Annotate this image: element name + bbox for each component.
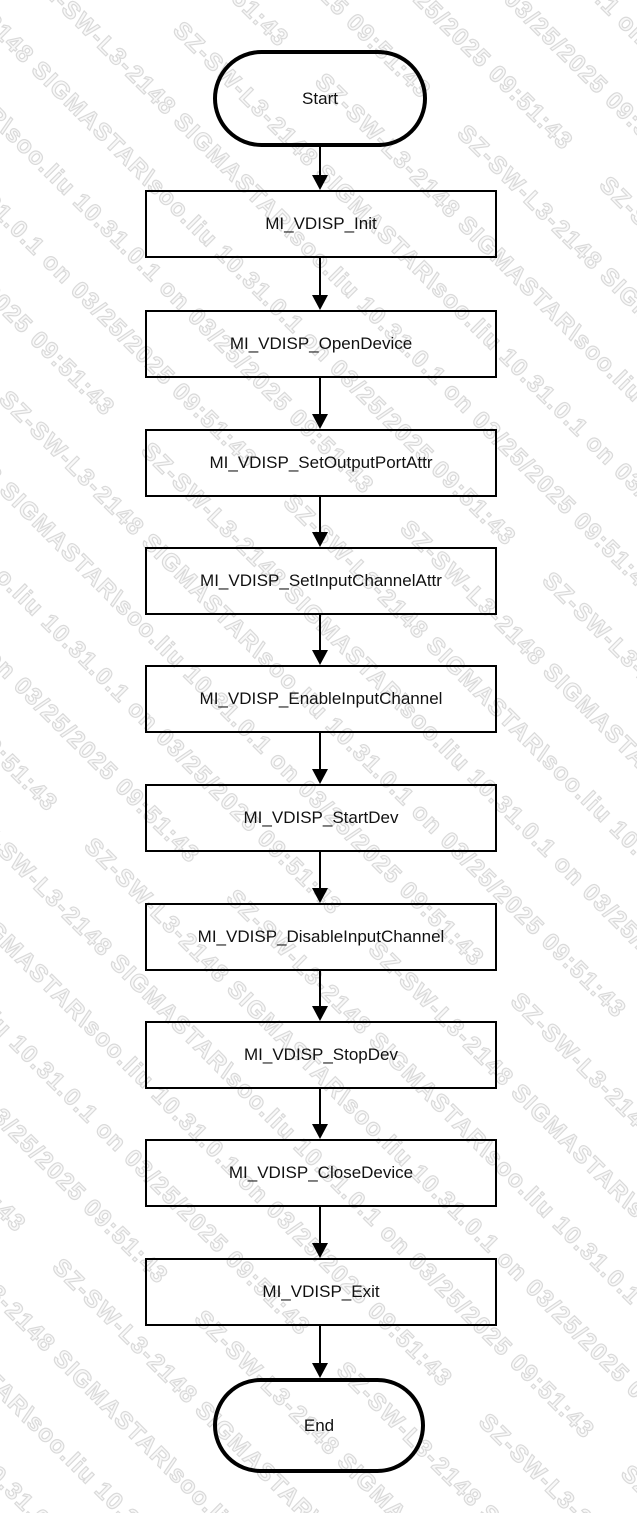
start-node-label: Start xyxy=(302,88,338,108)
process-node-stopdev: MI_VDISP_StopDev xyxy=(145,1021,497,1089)
arrow-shaft xyxy=(319,615,321,650)
flow-arrow-9 xyxy=(312,1089,328,1139)
start-node: Start xyxy=(213,50,427,147)
arrow-shaft xyxy=(319,378,321,414)
flow-arrow-8 xyxy=(312,971,328,1021)
flow-arrow-7 xyxy=(312,852,328,903)
process-node-closedevice: MI_VDISP_CloseDevice xyxy=(145,1139,497,1207)
arrow-shaft xyxy=(319,852,321,888)
process-node-label: MI_VDISP_StartDev xyxy=(243,808,399,827)
flow-arrow-2 xyxy=(312,258,328,310)
arrow-head-down-icon xyxy=(312,175,328,190)
process-node-label: MI_VDISP_StopDev xyxy=(243,1045,398,1064)
end-node: End xyxy=(213,1378,425,1473)
arrow-shaft xyxy=(319,497,321,532)
process-node-label: MI_VDISP_DisableInputChannel xyxy=(197,927,445,946)
arrow-shaft xyxy=(319,1207,321,1243)
arrow-head-down-icon xyxy=(312,295,328,310)
flow-arrow-3 xyxy=(312,378,328,429)
process-node-label: MI_VDISP_EnableInputChannel xyxy=(199,689,443,708)
process-node-label: MI_VDISP_SetOutputPortAttr xyxy=(209,453,433,472)
arrow-head-down-icon xyxy=(312,888,328,903)
arrow-head-down-icon xyxy=(312,769,328,784)
process-node-enableinputchannel: MI_VDISP_EnableInputChannel xyxy=(145,665,497,733)
process-node-opendevice: MI_VDISP_OpenDevice xyxy=(145,310,497,378)
process-node-exit: MI_VDISP_Exit xyxy=(145,1258,497,1326)
arrow-head-down-icon xyxy=(312,1006,328,1021)
process-node-label: MI_VDISP_CloseDevice xyxy=(228,1163,414,1182)
process-node-setinputchannelattr: MI_VDISP_SetInputChannelAttr xyxy=(145,547,497,615)
arrow-head-down-icon xyxy=(312,532,328,547)
arrow-shaft xyxy=(319,1089,321,1124)
flow-arrow-5 xyxy=(312,615,328,665)
flow-arrow-6 xyxy=(312,733,328,784)
arrow-shaft xyxy=(319,1326,321,1363)
arrow-shaft xyxy=(319,733,321,769)
arrow-head-down-icon xyxy=(312,1243,328,1258)
process-node-disableinputchannel: MI_VDISP_DisableInputChannel xyxy=(145,903,497,971)
arrow-head-down-icon xyxy=(312,1363,328,1378)
arrow-head-down-icon xyxy=(312,1124,328,1139)
flow-arrow-10 xyxy=(312,1207,328,1258)
process-node-label: MI_VDISP_Init xyxy=(265,214,377,233)
flow-arrow-4 xyxy=(312,497,328,547)
process-node-startdev: MI_VDISP_StartDev xyxy=(145,784,497,852)
end-node-label: End xyxy=(303,1415,335,1435)
arrow-head-down-icon xyxy=(312,650,328,665)
arrow-shaft xyxy=(319,971,321,1006)
flow-arrow-1 xyxy=(312,147,328,190)
arrow-shaft xyxy=(319,258,321,295)
process-node-label: MI_VDISP_OpenDevice xyxy=(229,334,413,353)
flow-arrow-11 xyxy=(312,1326,328,1378)
arrow-head-down-icon xyxy=(312,414,328,429)
process-node-setoutputportattr: MI_VDISP_SetOutputPortAttr xyxy=(145,429,497,497)
process-node-init: MI_VDISP_Init xyxy=(145,190,497,258)
arrow-shaft xyxy=(319,147,321,175)
process-node-label: MI_VDISP_Exit xyxy=(262,1282,380,1301)
process-node-label: MI_VDISP_SetInputChannelAttr xyxy=(200,571,442,590)
